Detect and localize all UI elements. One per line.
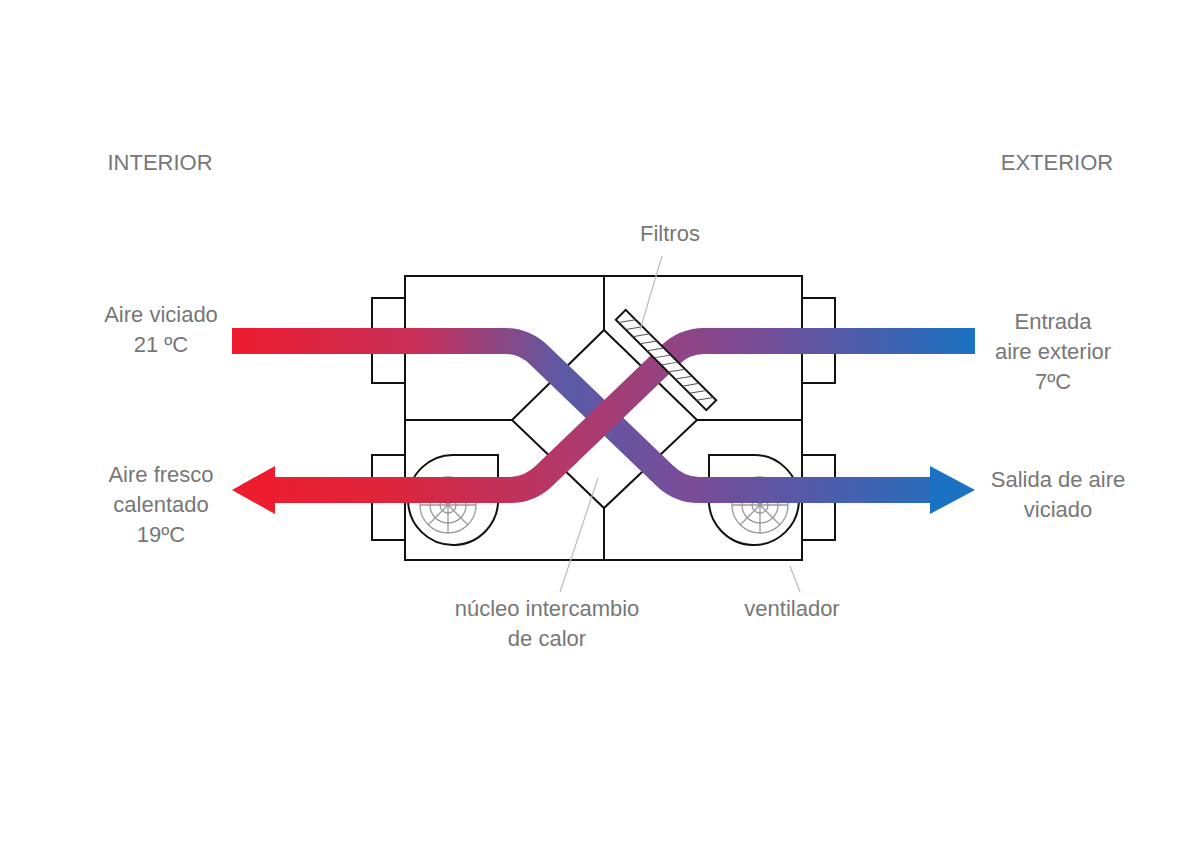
flow-label: Entrada aire exterior 7ºC	[994, 307, 1112, 397]
arrow-head	[930, 466, 975, 514]
region-label: INTERIOR	[60, 148, 260, 178]
supply-air-flow	[275, 341, 975, 490]
region-label: EXTERIOR	[957, 148, 1157, 178]
exhaust-air-flow	[232, 341, 930, 490]
part-label: Filtros	[610, 219, 730, 249]
flow-label: Aire fresco calentado 19ºC	[101, 460, 221, 550]
flow-label: Aire viciado 21 ºC	[96, 300, 226, 360]
flow-label: Salida de aire viciado	[983, 465, 1133, 525]
part-label: núcleo intercambio de calor	[447, 594, 647, 654]
arrow-head	[232, 466, 275, 514]
leader-line	[560, 256, 800, 592]
filter	[616, 310, 716, 410]
part-label: ventilador	[722, 594, 862, 624]
